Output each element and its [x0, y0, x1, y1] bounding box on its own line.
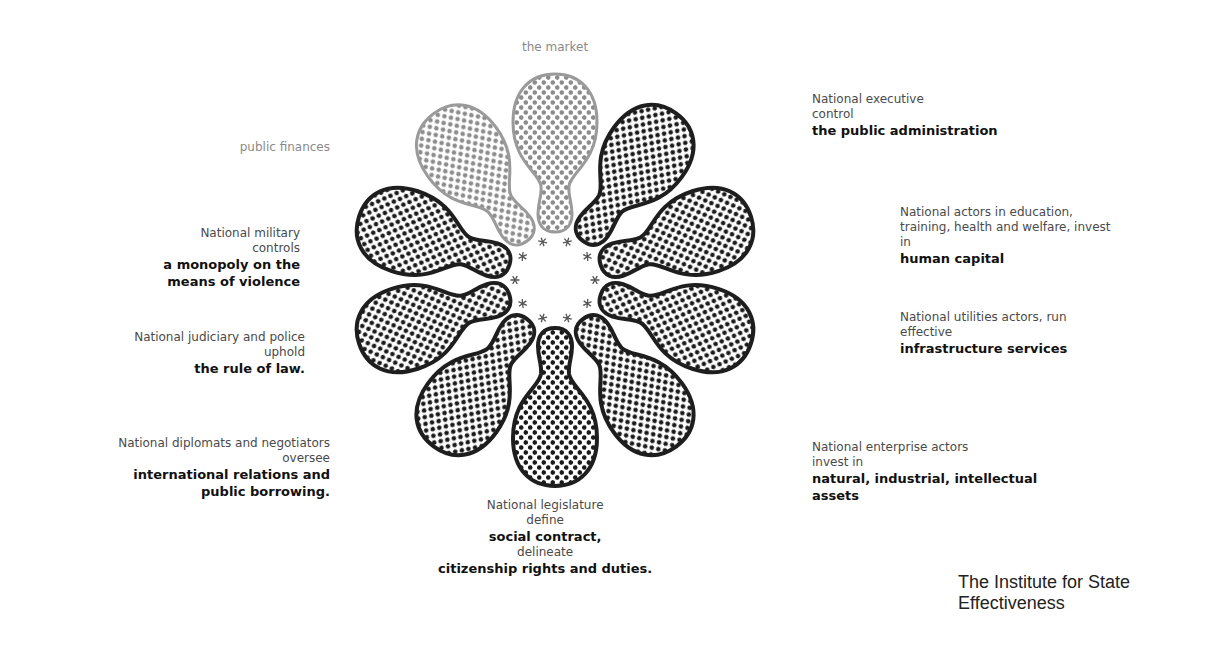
- actor-label: National enterprise actors invest in: [812, 440, 1002, 470]
- actor-label: National legislature define: [470, 498, 620, 528]
- organisation-name: The Institute for State Effectiveness: [958, 572, 1148, 614]
- asterisk: [517, 298, 529, 310]
- function-label: a monopoly on the means of violence: [122, 256, 300, 290]
- function-label: the public administration: [812, 122, 998, 139]
- label-group: The Institute for State Effectiveness: [958, 572, 1148, 614]
- asterisk: [517, 251, 529, 263]
- actor-label: public finances: [240, 140, 330, 155]
- label-group: National enterprise actors invest innatu…: [812, 440, 1087, 504]
- actor-label: National executive control: [812, 92, 952, 122]
- actor-label: National judiciary and police uphold: [100, 330, 305, 360]
- label-group: National diplomats and negotiators overs…: [75, 436, 330, 500]
- actor-label: National military controls: [170, 226, 300, 256]
- actor-label: National utilities actors, run effective: [900, 310, 1085, 340]
- label-group: National executive controlthe public adm…: [812, 92, 998, 139]
- asterisk: [591, 276, 600, 284]
- asterisk: [538, 236, 548, 247]
- function-label: infrastructure services: [900, 340, 1085, 357]
- grey-petal: [400, 89, 561, 266]
- asterisk: [538, 313, 548, 324]
- function-label: natural, industrial, intellectual assets: [812, 470, 1087, 504]
- label-group: National actors in education, training, …: [900, 205, 1115, 267]
- function-label: the rule of law.: [100, 360, 305, 377]
- actor-label: the market: [522, 40, 588, 55]
- petal: [513, 328, 597, 486]
- label-group: the market: [522, 40, 588, 55]
- function-label: social contract,: [438, 528, 652, 545]
- grey-petal: [513, 74, 597, 232]
- function-label: human capital: [900, 250, 1115, 267]
- asterisk: [511, 276, 520, 284]
- label-group: National judiciary and police upholdthe …: [100, 330, 305, 377]
- label-group: National utilities actors, run effective…: [900, 310, 1085, 357]
- actor-label: National actors in education, training, …: [900, 205, 1115, 250]
- label-group: public finances: [240, 140, 330, 155]
- label-group: National legislature definesocial contra…: [438, 498, 652, 577]
- actor-label: National diplomats and negotiators overs…: [75, 436, 330, 466]
- asterisk: [581, 298, 593, 310]
- function-label: citizenship rights and duties.: [438, 560, 652, 577]
- asterisk: [581, 251, 593, 263]
- label-group: National military controlsa monopoly on …: [122, 226, 300, 290]
- asterisk: [562, 313, 572, 324]
- asterisk: [562, 236, 572, 247]
- actor-label: delineate: [438, 545, 652, 560]
- function-label: international relations and public borro…: [125, 466, 330, 500]
